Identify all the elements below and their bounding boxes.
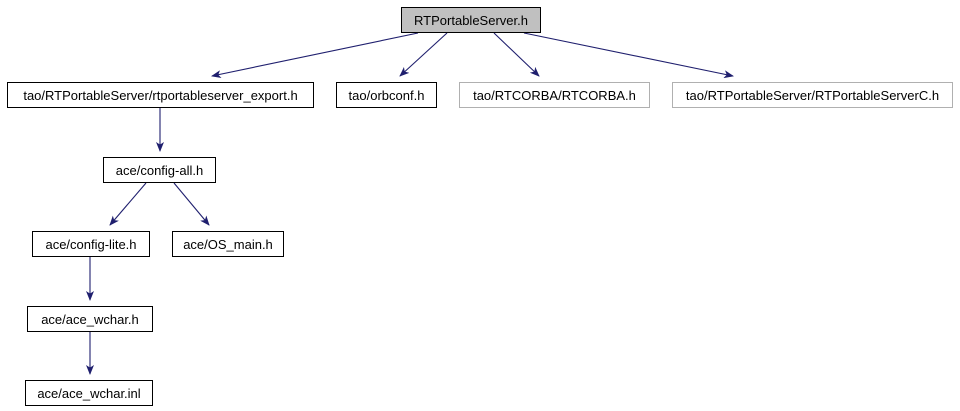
node-os-main-h[interactable]: ace/OS_main.h (172, 231, 284, 257)
node-rtcorba-h[interactable]: tao/RTCORBA/RTCORBA.h (459, 82, 650, 108)
edge-config-all-to-config-lite (109, 182, 147, 226)
node-label: ace/ace_wchar.inl (37, 385, 141, 401)
node-label: ace/config-all.h (115, 162, 204, 178)
edge-config-all-to-os-main (173, 182, 210, 226)
node-label: tao/RTPortableServer/rtportableserver_ex… (23, 87, 298, 103)
node-label: ace/config-lite.h (45, 236, 137, 252)
node-config-lite-h[interactable]: ace/config-lite.h (32, 231, 150, 257)
node-orbconf-h[interactable]: tao/orbconf.h (336, 82, 437, 108)
node-rtportableserver-export-h[interactable]: tao/RTPortableServer/rtportableserver_ex… (7, 82, 314, 108)
edge-root-to-rtportableserverc (523, 32, 734, 79)
edge-root-to-orbconf (399, 32, 448, 77)
node-label: ace/OS_main.h (183, 236, 273, 252)
node-rtportableserverc-h[interactable]: tao/RTPortableServer/RTPortableServerC.h (672, 82, 953, 108)
node-ace-wchar-inl[interactable]: ace/ace_wchar.inl (25, 380, 153, 406)
node-config-all-h[interactable]: ace/config-all.h (103, 157, 216, 183)
node-label: RTPortableServer.h (414, 12, 528, 28)
edge-root-to-rtcorba (493, 32, 540, 77)
node-rtportableserver-h[interactable]: RTPortableServer.h (401, 7, 541, 33)
node-label: tao/RTPortableServer/RTPortableServerC.h (685, 87, 940, 103)
node-label: ace/ace_wchar.h (41, 311, 139, 327)
node-label: tao/RTCORBA/RTCORBA.h (473, 87, 636, 103)
node-ace-wchar-h[interactable]: ace/ace_wchar.h (27, 306, 153, 332)
edge-root-to-export (211, 32, 419, 79)
node-label: tao/orbconf.h (348, 87, 425, 103)
